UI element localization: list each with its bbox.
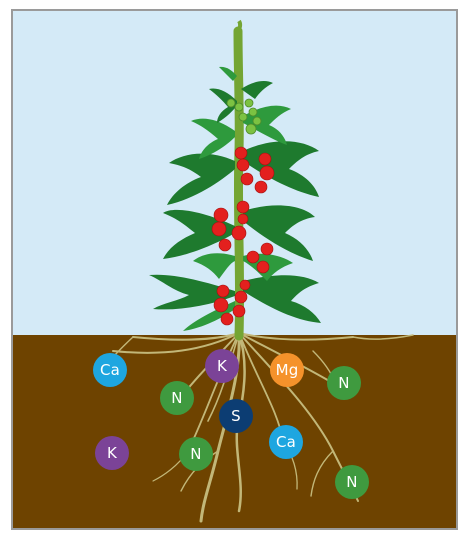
- nutrient-s: S: [219, 399, 253, 433]
- nutrient-n-4: N: [335, 465, 369, 499]
- nutrient-n-2: N: [160, 381, 194, 415]
- nutrient-mg: Mg: [270, 353, 304, 387]
- nutrient-k-1: K: [205, 349, 239, 383]
- nutrient-n-3: N: [179, 437, 213, 471]
- nutrient-ca-2: Ca: [269, 425, 303, 459]
- nutrient-k-2: K: [95, 436, 129, 470]
- nutrient-n-1: N: [327, 366, 361, 400]
- stem: [238, 31, 240, 336]
- nutrient-ca-1: Ca: [93, 353, 127, 387]
- illustration-frame: Ca K Mg N N S K N Ca N: [11, 9, 458, 530]
- plant-scene: [13, 11, 458, 530]
